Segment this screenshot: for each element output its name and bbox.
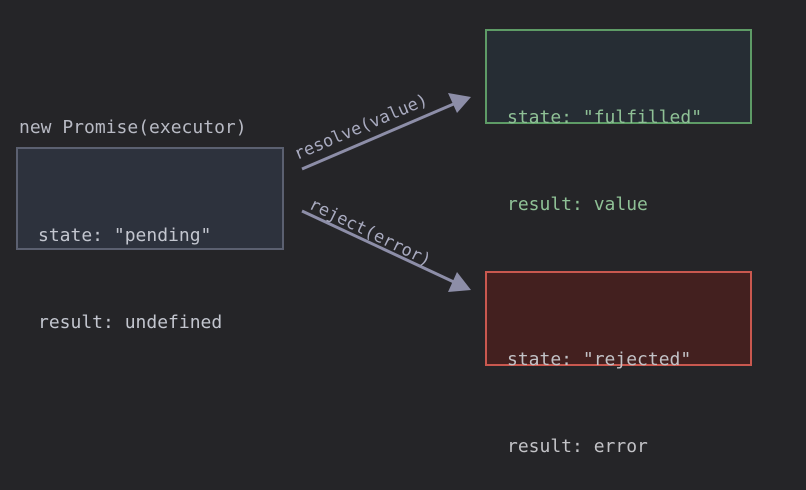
pending-result-line: result: undefined xyxy=(38,312,223,333)
rejected-result-line: result: error xyxy=(507,436,648,457)
resolve-arrow: resolve(value) xyxy=(291,90,471,171)
rejected-state-box: state: "rejected" result: error xyxy=(485,271,752,457)
reject-arrow-label: reject(error) xyxy=(306,195,434,271)
resolve-arrow-label: resolve(value) xyxy=(291,90,431,164)
transition-arrows: resolve(value) reject(error) xyxy=(291,90,471,292)
fulfilled-result-line: result: value xyxy=(507,194,648,215)
reject-arrow: reject(error) xyxy=(301,195,471,292)
reject-arrowhead-icon xyxy=(448,272,471,292)
resolve-arrowhead-icon xyxy=(448,93,471,113)
fulfilled-state-box: state: "fulfilled" result: value xyxy=(485,29,752,215)
rejected-state-line: state: "rejected" xyxy=(507,349,692,370)
reject-arrow-line xyxy=(301,209,457,285)
pending-state-box: state: "pending" result: undefined xyxy=(16,147,284,333)
executor-caption: new Promise(executor) xyxy=(19,117,247,138)
fulfilled-state-line: state: "fulfilled" xyxy=(507,107,703,128)
resolve-arrow-line xyxy=(301,101,457,171)
pending-state-line: state: "pending" xyxy=(38,225,212,246)
